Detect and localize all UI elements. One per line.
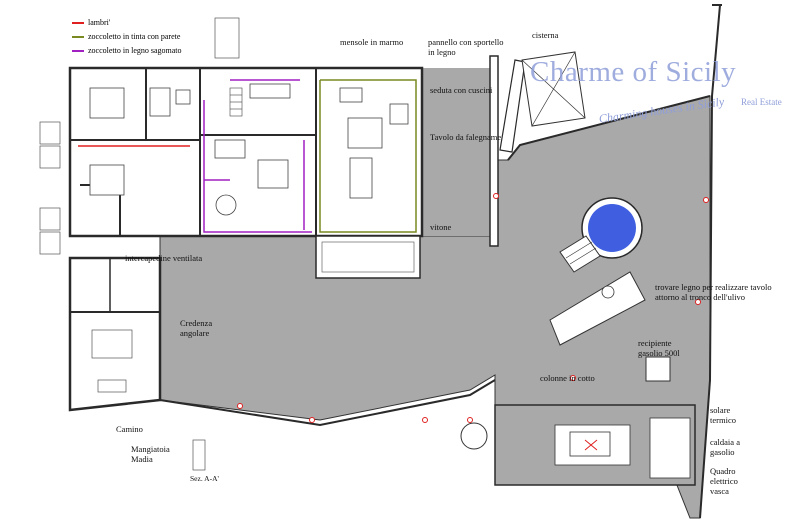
legend-label: zoccoletto in tinta con parete (88, 32, 181, 41)
legend-label: lambri' (88, 18, 111, 27)
label-trovare: trovare legno per realizzare tavolo atto… (655, 282, 772, 302)
label-camino: Camino (116, 424, 143, 434)
skirting-olive (319, 79, 417, 233)
pool-steps (559, 235, 601, 273)
wall-pier (489, 55, 499, 247)
label-vitone: vitone (430, 222, 452, 232)
watermark-title: Charme of Sicily (530, 56, 737, 88)
legend-swatch (72, 36, 84, 38)
label-credenza: Credenza angolare (180, 318, 213, 338)
porch (315, 235, 421, 279)
label-mangiatoia: Mangiatoia Madia (131, 444, 170, 464)
boundary-wall (159, 379, 496, 427)
label-sezione: Sez. A-A' (190, 474, 219, 483)
cisterna-wall (499, 59, 526, 153)
skirting-purple (203, 79, 312, 233)
legend-item-lambri: lambri' (72, 18, 110, 28)
red-markers (237, 193, 709, 423)
stairs (229, 87, 243, 117)
legend-item-zoccoletto-legno: zoccoletto in legno sagomato (72, 46, 182, 56)
label-quadro: Quadro elettrico vasca (710, 466, 738, 496)
furniture (89, 83, 409, 216)
label-recipiente: recipiente gasolio 500l (638, 338, 680, 358)
label-tavolo: Tavolo da falegname (430, 132, 502, 142)
legend-label: zoccoletto in legno sagomato (88, 46, 182, 55)
legend-swatch (72, 22, 84, 24)
label-seduta: seduta con cuscini (430, 85, 493, 95)
boundary-wall-east (699, 4, 721, 519)
label-intercapedine: intercapedine ventilata (125, 253, 203, 263)
fuel-tank (645, 356, 671, 382)
legend-swatch (72, 50, 84, 52)
house-walls (70, 68, 317, 236)
label-cisterna: cisterna (532, 30, 559, 40)
label-mensole: mensole in marmo (340, 37, 404, 47)
label-caldaia: caldaia a gasolio (710, 437, 740, 457)
legend-item-zoccoletto-tinta: zoccoletto in tinta con parete (72, 32, 180, 42)
label-solare: solare termico (710, 405, 736, 425)
courtyard-wall-north (507, 95, 711, 161)
label-colonne: colonne in cotto (540, 373, 595, 383)
watermark-subtitle: Real Estate (741, 97, 782, 107)
house-block (68, 66, 424, 238)
detail-windows (39, 17, 240, 471)
label-pannello: pannello con sportello in legno (428, 37, 504, 57)
terrace-strip (420, 68, 498, 236)
pool-water (588, 204, 636, 252)
